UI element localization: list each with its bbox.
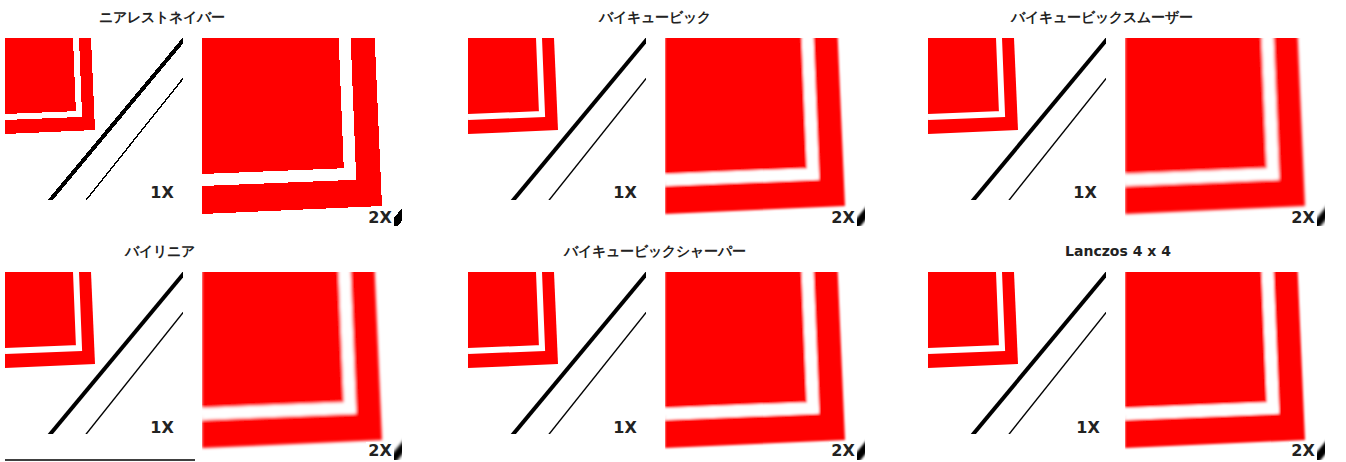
zoom-label: 2X — [829, 442, 856, 460]
method-title: Lanczos 4 x 4 — [1065, 244, 1171, 259]
rule-line — [5, 459, 195, 461]
zoom-label: 1X — [611, 184, 638, 202]
method-title: バイキュービック — [599, 10, 711, 25]
method-title: バイキュービックスムーザー — [1011, 10, 1193, 25]
zoom-label: 2X — [1289, 442, 1316, 460]
zoom-label: 2X — [366, 209, 393, 227]
zoom-label: 1X — [611, 419, 638, 437]
image-1x — [928, 38, 1108, 204]
zoom-label: 2X — [366, 442, 393, 460]
image-2x — [1125, 256, 1346, 462]
method-title: ニアレストネイバー — [99, 10, 225, 25]
zoom-label: 2X — [829, 209, 856, 227]
zoom-label: 1X — [148, 184, 175, 202]
method-title: バイキュービックシャーパー — [564, 244, 746, 259]
image-1x — [928, 272, 1108, 438]
zoom-label: 1X — [1071, 184, 1098, 202]
zoom-label: 2X — [1289, 209, 1316, 227]
zoom-label: 1X — [148, 419, 175, 437]
zoom-label: 1X — [1074, 419, 1101, 437]
image-1x — [468, 38, 648, 204]
image-1x — [5, 272, 185, 438]
image-1x — [5, 38, 185, 204]
image-1x — [468, 272, 648, 438]
method-title: バイリニア — [125, 244, 195, 259]
